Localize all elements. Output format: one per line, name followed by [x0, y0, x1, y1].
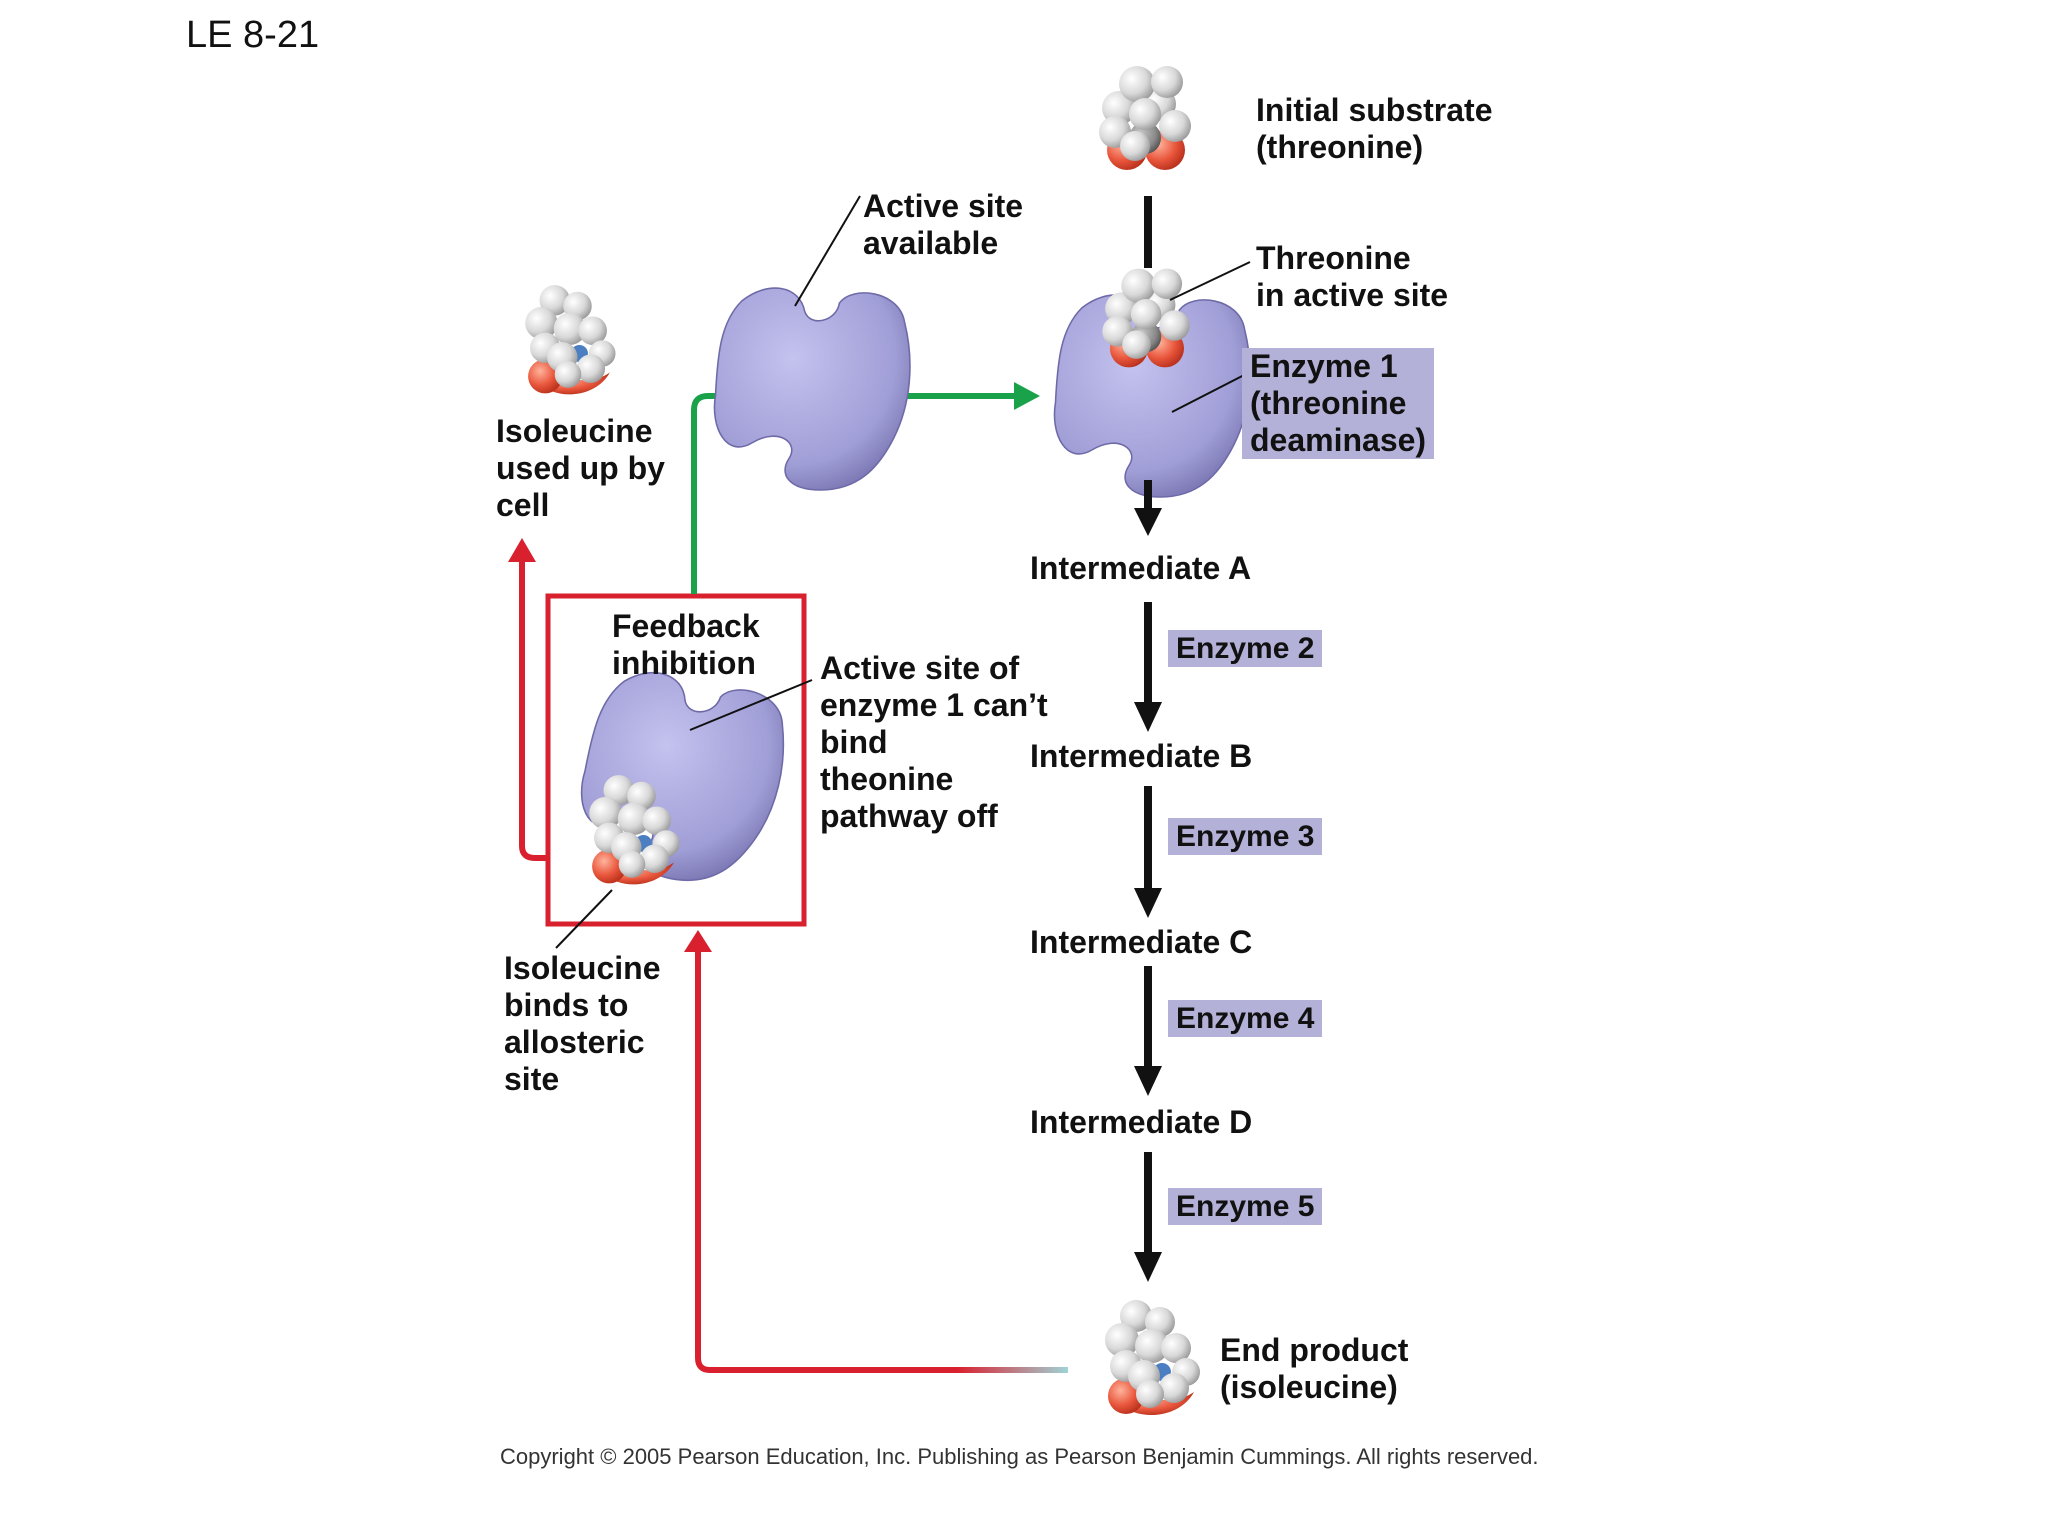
label-intermediate-c: Intermediate C [1030, 924, 1253, 960]
arrowhead-c [1134, 888, 1162, 918]
label-feedback-inhibition: Feedback inhibition [612, 608, 760, 681]
label-intermediate-b: Intermediate B [1030, 738, 1253, 774]
label-enzyme-4: Enzyme 4 [1168, 1000, 1323, 1037]
label-enzyme-2: Enzyme 2 [1168, 630, 1323, 667]
arrowhead-d [1134, 1066, 1162, 1096]
initial-threonine [1099, 66, 1191, 170]
label-enzyme-1: Enzyme 1 (threonine deaminase) [1242, 348, 1435, 459]
figure-title: LE 8-21 [186, 14, 320, 56]
label-enzyme-3: Enzyme 3 [1168, 818, 1323, 855]
label-active-site-available: Active site available [863, 188, 1024, 261]
used-up-arrow [519, 560, 548, 861]
label-isoleucine-used-up: Isoleucine used up by cell [496, 413, 665, 523]
pointer-cant-bind [689, 679, 813, 731]
inhibition-arrowhead-up [684, 930, 712, 952]
label-intermediate-a: Intermediate A [1030, 550, 1252, 586]
free-enzyme [713, 287, 911, 491]
inhibition-arrow-return [695, 952, 1068, 1373]
label-enzyme-5: Enzyme 5 [1168, 1188, 1323, 1225]
label-initial-substrate: Initial substrate (threonine) [1256, 92, 1493, 165]
end-product-isoleucine [1105, 1300, 1200, 1416]
pointer-enzyme-1 [1171, 371, 1251, 413]
used-up-arrowhead [508, 538, 536, 562]
label-isoleucine-binds: Isoleucine binds to allosteric site [504, 950, 661, 1097]
label-end-product: End product (isoleucine) [1220, 1332, 1409, 1405]
arrowhead-end [1134, 1252, 1162, 1282]
pointer-active-site [794, 195, 861, 307]
activation-arrowhead [1014, 382, 1040, 410]
label-active-site-cant-bind: Active site of enzyme 1 can’t bind theon… [820, 650, 1048, 834]
copyright-notice: Copyright © 2005 Pearson Education, Inc.… [500, 1444, 1539, 1469]
label-intermediate-d: Intermediate D [1030, 1104, 1253, 1140]
activation-path [691, 393, 718, 594]
label-threonine-in-active-site: Threonine in active site [1256, 240, 1449, 313]
isoleucine-used-up [525, 285, 616, 395]
arrowhead-b [1134, 702, 1162, 732]
pointer-allosteric [555, 889, 613, 949]
pointer-threonine [1169, 261, 1251, 301]
threonine-in-active-site [1102, 268, 1190, 368]
arrowhead-a [1134, 508, 1162, 536]
